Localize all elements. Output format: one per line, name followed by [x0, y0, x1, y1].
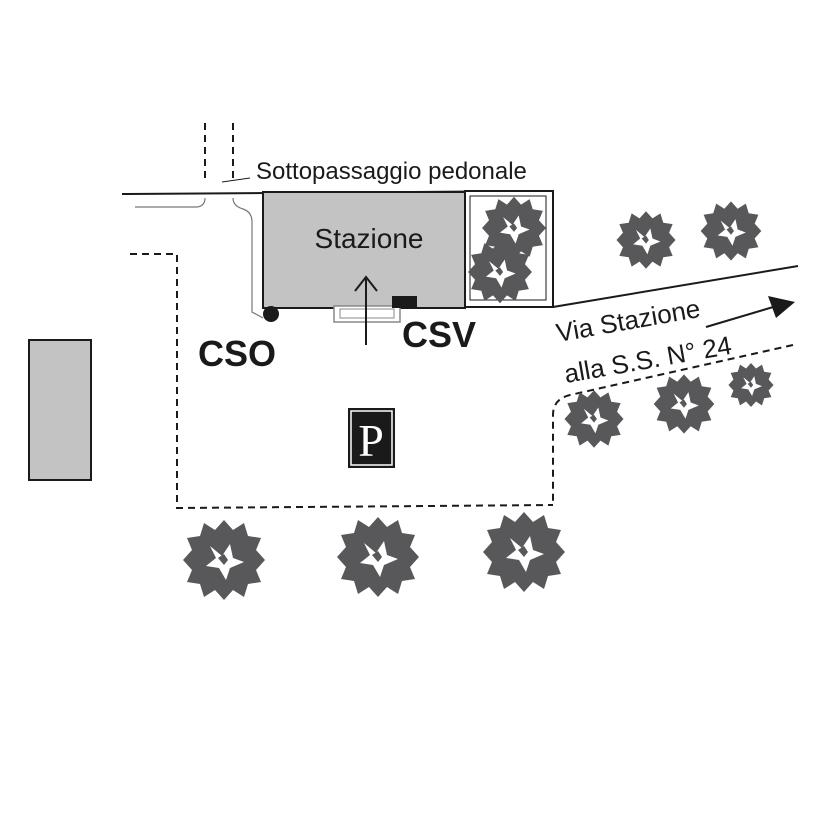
tree-icon — [728, 363, 774, 407]
underpass-leader — [221, 177, 251, 183]
footpath-right — [232, 197, 264, 319]
footpath-left — [135, 197, 206, 208]
tree-icon — [616, 211, 676, 269]
road-edge-lower — [552, 344, 794, 505]
parking-boundary — [130, 253, 554, 510]
road-direction-arrow-shaft — [705, 304, 781, 328]
arrow-icon — [354, 275, 378, 292]
tree-icon — [653, 374, 715, 434]
tree-icon — [700, 201, 762, 261]
side-building — [28, 339, 92, 481]
station-label: Stazione — [315, 223, 424, 254]
csv-marker-icon — [392, 296, 417, 308]
garden-plot-inner — [469, 195, 547, 301]
marker-dot-icon — [263, 306, 279, 322]
cso-label: CSO — [198, 333, 276, 374]
parking-symbol: P — [358, 415, 384, 466]
road-direction-arrow-icon — [768, 296, 795, 318]
parking-icon: P — [348, 408, 395, 468]
tree-icon — [183, 520, 265, 600]
tree-icon — [564, 390, 624, 448]
road-edge-upper — [552, 265, 799, 308]
csv-label: CSV — [402, 314, 476, 355]
tree-icon — [337, 517, 419, 597]
tree-icon — [483, 512, 565, 592]
station-building — [262, 191, 466, 309]
underpass-label: Sottopassaggio pedonale — [256, 158, 527, 185]
